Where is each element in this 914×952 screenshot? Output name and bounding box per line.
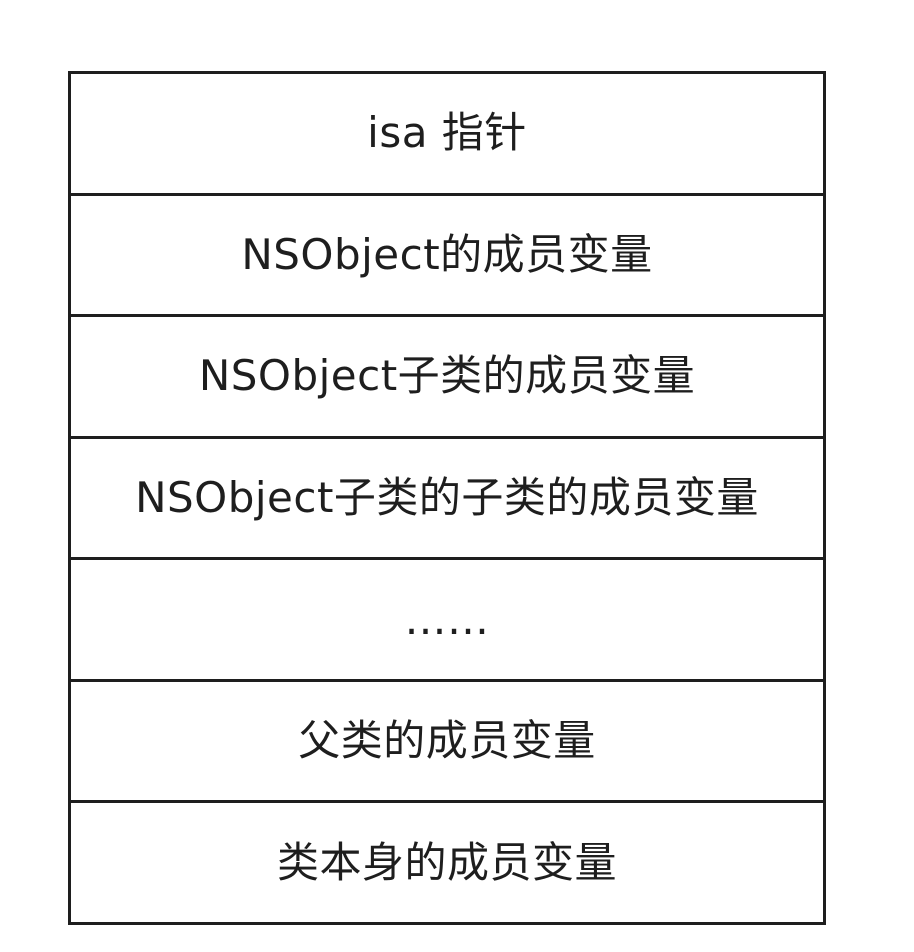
layout-row-label: 父类的成员变量	[298, 716, 596, 766]
layout-row-nsobject-ivars: NSObject的成员变量	[71, 196, 823, 318]
layout-row-label: ……	[404, 594, 490, 644]
layout-row-label: NSObject子类的成员变量	[198, 351, 696, 401]
layout-row-ellipsis: ……	[71, 560, 823, 682]
memory-layout-stack: isa 指针 NSObject的成员变量 NSObject子类的成员变量 NSO…	[68, 71, 826, 925]
layout-row-label: isa 指针	[367, 108, 527, 158]
layout-row-superclass-ivars: 父类的成员变量	[71, 682, 823, 804]
layout-row-nsobject-subclass-ivars: NSObject子类的成员变量	[71, 317, 823, 439]
layout-row-isa-pointer: isa 指针	[71, 74, 823, 196]
layout-row-label: NSObject的成员变量	[241, 229, 653, 279]
layout-row-nsobject-subsubclass-ivars: NSObject子类的子类的成员变量	[71, 439, 823, 561]
layout-row-label: 类本身的成员变量	[276, 837, 617, 887]
layout-row-own-class-ivars: 类本身的成员变量	[71, 803, 823, 922]
layout-row-label: NSObject子类的子类的成员变量	[135, 473, 759, 523]
